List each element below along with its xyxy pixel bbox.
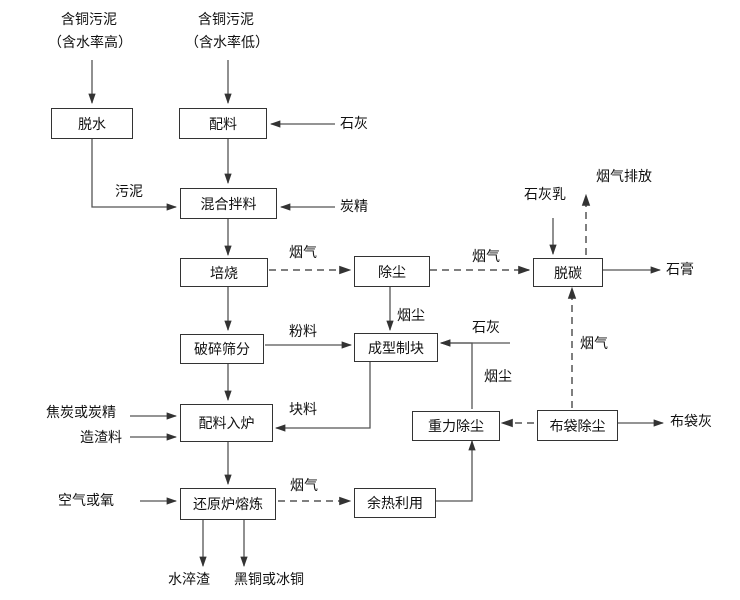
box-briquetting-label: 成型制块 [368,340,424,357]
box-heat: 余热利用 [354,488,436,518]
input-coke: 焦炭或炭精 [46,405,116,421]
box-batching-label: 配料 [209,116,237,133]
edge-label-fines: 粉料 [289,324,317,340]
box-gravity-label: 重力除尘 [428,419,484,435]
box-gravity: 重力除尘 [412,411,500,441]
box-crushing: 破碎筛分 [180,334,264,364]
output-copper: 黑铜或冰铜 [234,572,304,588]
edge-label-dust-1: 烟尘 [397,308,425,324]
input-lime-1: 石灰 [340,116,368,132]
box-dewater: 脱水 [51,108,133,139]
box-briquetting: 成型制块 [354,333,438,362]
box-dedust: 除尘 [354,256,430,287]
edge-label-dust-2: 烟尘 [484,369,512,385]
input-anthracite: 炭精 [340,199,368,215]
box-feeding-label: 配料入炉 [198,416,255,432]
output-flue-exhaust: 烟气排放 [596,169,652,185]
box-dewater-label: 脱水 [78,116,106,133]
edge-label-sludge: 污泥 [115,184,143,200]
input-sludge-high-line1: 含铜污泥 [61,12,117,28]
edge-label-flue-2: 烟气 [472,249,500,265]
box-roasting: 培烧 [180,258,268,287]
input-lime-milk: 石灰乳 [524,187,566,203]
box-crushing-label: 破碎筛分 [194,342,250,358]
edge-label-lumps: 块料 [289,402,317,418]
box-smelting-label: 还原炉熔炼 [193,497,263,513]
input-sludge-low-line1: 含铜污泥 [198,12,254,28]
input-lime-2: 石灰 [472,320,500,336]
box-baghouse-label: 布袋除尘 [549,418,606,435]
input-air: 空气或氧 [58,493,114,509]
edge-label-flue-4: 烟气 [290,478,318,494]
box-decarbon-label: 脱碳 [554,265,582,282]
box-dedust-label: 除尘 [378,264,406,281]
output-water-slag: 水淬渣 [168,572,210,588]
edge-label-flue-3: 烟气 [580,336,608,352]
box-feeding: 配料入炉 [180,404,273,442]
box-smelting: 还原炉熔炼 [180,488,276,520]
box-mixing-label: 混合拌料 [200,196,257,213]
input-sludge-low-line2: （含水率低） [185,35,269,51]
input-slag-agent: 造渣料 [80,430,122,446]
output-gypsum: 石膏 [666,262,694,278]
box-decarbon: 脱碳 [533,258,603,287]
box-mixing: 混合拌料 [180,188,277,219]
input-sludge-high-line2: （含水率高） [48,35,132,51]
output-bag-ash: 布袋灰 [670,414,712,430]
box-heat-label: 余热利用 [367,496,423,512]
box-baghouse: 布袋除尘 [537,410,618,441]
box-batching: 配料 [179,108,267,139]
box-roasting-label: 培烧 [210,265,238,282]
edge-label-flue-1: 烟气 [289,245,317,261]
